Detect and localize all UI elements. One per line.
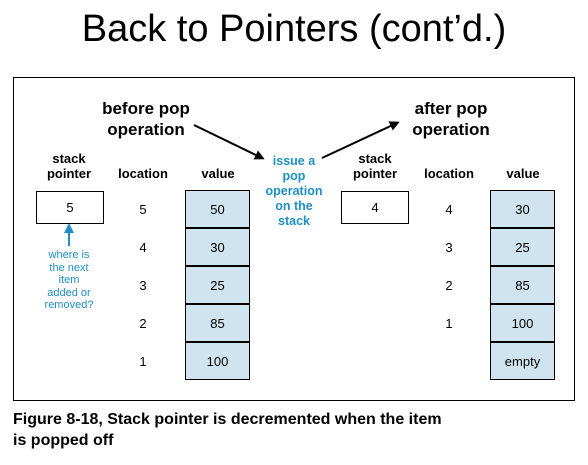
question-line: where is — [48, 249, 90, 261]
after-sp-label-line2: pointer — [352, 166, 398, 181]
after-value-1: 100 — [511, 315, 534, 331]
before-value-2: 85 — [210, 315, 225, 331]
after-stack-cell: 25 — [490, 228, 555, 266]
before-heading-line2: operation — [107, 120, 185, 139]
before-location-5: 5 — [139, 202, 147, 217]
before-heading-line1: before pop — [102, 99, 190, 118]
figure-frame — [13, 77, 575, 401]
caption-line1: Figure 8-18, Stack pointer is decremente… — [13, 411, 442, 428]
after-value-empty: empty — [504, 353, 541, 369]
after-value-header: value — [506, 166, 540, 181]
after-stack-cell: 30 — [490, 190, 555, 228]
before-location-1: 1 — [139, 354, 147, 369]
after-stack-pointer-value: 4 — [371, 200, 379, 215]
after-location-1: 1 — [445, 316, 453, 331]
after-location-3: 3 — [445, 240, 453, 255]
before-stack-cell: 100 — [185, 342, 250, 380]
issue-pop-line: on the — [275, 199, 313, 213]
question-line: item — [58, 274, 80, 286]
after-location-4: 4 — [445, 202, 453, 217]
before-value-3: 25 — [210, 277, 225, 293]
after-sp-label-line1: stack — [358, 151, 392, 166]
issue-pop-line: operation — [265, 184, 323, 198]
before-sp-label-line2: pointer — [46, 166, 92, 181]
before-stack-cell: 30 — [185, 228, 250, 266]
before-location-3: 3 — [139, 278, 147, 293]
issue-pop-line: stack — [278, 214, 310, 228]
question-line: the next — [49, 261, 89, 274]
after-stack-cell: 100 — [490, 304, 555, 342]
after-value-4: 30 — [515, 201, 530, 217]
before-location-header: location — [118, 166, 168, 181]
before-sp-label-line1: stack — [52, 151, 86, 166]
before-stack-pointer-value: 5 — [66, 200, 74, 215]
slide-title: Back to Pointers (cont’d.) — [81, 8, 507, 50]
figure-caption: Figure 8-18, Stack pointer is decremente… — [13, 409, 573, 451]
issue-pop-line: pop — [282, 169, 306, 183]
after-stack-cell: 85 — [490, 266, 555, 304]
after-stack-cell: empty — [490, 342, 555, 380]
after-value-3: 25 — [515, 239, 530, 255]
before-location-2: 2 — [139, 316, 147, 331]
question-line: removed? — [44, 299, 94, 311]
after-stack-pointer-box: 4 — [341, 191, 409, 224]
after-location-header: location — [424, 166, 474, 181]
before-stack-cell: 50 — [185, 190, 250, 228]
after-heading-line2: operation — [412, 120, 490, 139]
question-line: added or — [47, 286, 91, 299]
after-location-2: 2 — [445, 278, 453, 293]
caption-line2: is popped off — [13, 432, 114, 449]
issue-pop-line: issue a — [272, 154, 316, 168]
before-value-header: value — [201, 166, 235, 181]
after-heading-line1: after pop — [414, 99, 488, 118]
before-value-5: 50 — [210, 201, 225, 217]
before-value-1: 100 — [206, 353, 229, 369]
before-stack-cell: 25 — [185, 266, 250, 304]
before-location-4: 4 — [139, 240, 147, 255]
after-value-2: 85 — [515, 277, 530, 293]
before-stack-pointer-box: 5 — [36, 191, 104, 224]
before-value-4: 30 — [210, 239, 225, 255]
before-stack-cell: 85 — [185, 304, 250, 342]
